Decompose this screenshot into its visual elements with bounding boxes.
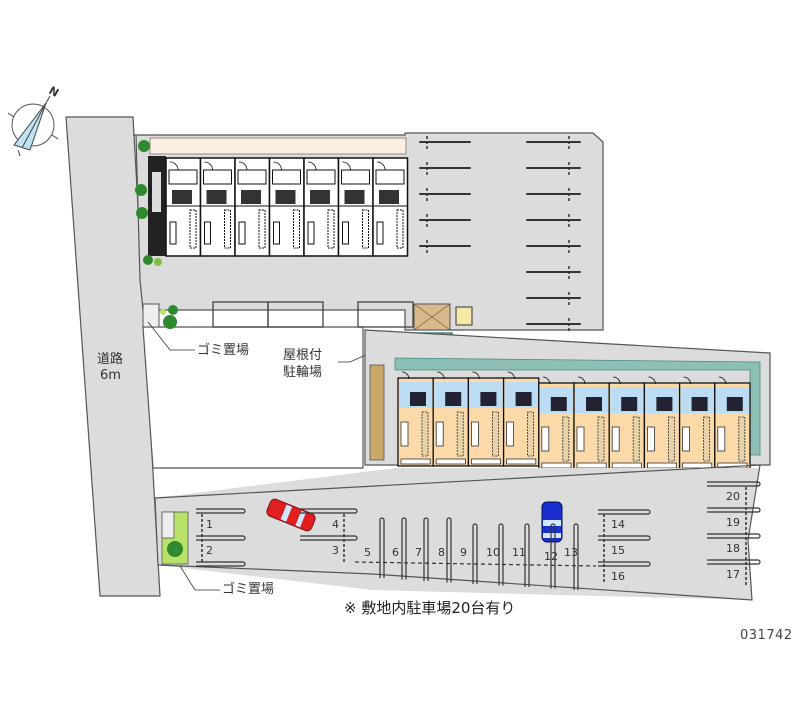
parking-space-number: 1 <box>206 518 213 531</box>
parking-line <box>446 517 452 583</box>
north-walkway <box>149 137 407 155</box>
apartment-unit <box>432 371 470 467</box>
parking-line <box>598 561 651 567</box>
road-name: 道路 <box>97 352 124 367</box>
apartment-unit <box>502 371 540 467</box>
apartment-unit <box>678 376 716 471</box>
property-code: 031742 <box>740 628 793 643</box>
trash-label-south: ゴミ置場 <box>222 582 275 597</box>
parking-line <box>196 508 246 514</box>
car-blue-icon <box>541 501 563 543</box>
parking-space-number: 5 <box>364 546 371 559</box>
parking-space-number: 18 <box>726 542 740 555</box>
apartment-unit <box>714 376 751 471</box>
parking-line <box>196 535 246 541</box>
apartment-unit <box>538 376 575 471</box>
storage-sheds <box>212 301 414 328</box>
parking-divider <box>354 561 597 567</box>
parking-space-number: 4 <box>332 518 339 531</box>
tree-icon <box>167 541 183 557</box>
parking-space-number: 13 <box>564 546 578 559</box>
south-lot-outline <box>154 464 761 601</box>
apartment-unit <box>372 157 409 257</box>
car-red-icon <box>266 498 316 532</box>
parking-line <box>707 507 761 513</box>
parking-space-number: 17 <box>726 568 740 581</box>
apartment-unit <box>397 371 434 467</box>
south-hedge <box>369 364 385 461</box>
parking-note: ※ 敷地内駐車場20台有り <box>344 599 516 617</box>
parking-space-number: 9 <box>460 546 467 559</box>
tree-icon <box>135 140 162 266</box>
parking-line <box>598 535 651 541</box>
middle-yard <box>142 326 364 469</box>
road-width: 6m <box>100 368 121 383</box>
parking-space-number: 6 <box>392 546 399 559</box>
apartment-unit <box>303 157 340 257</box>
parking-space-number: 16 <box>611 570 625 583</box>
north-parking-lines <box>419 136 581 332</box>
parking-space-number: 8 <box>438 546 445 559</box>
parking-space-number: 14 <box>611 518 625 531</box>
parking-space-number: 19 <box>726 516 740 529</box>
trash-area-south-box <box>161 511 175 539</box>
leader-line <box>179 565 220 591</box>
parking-space-number: 20 <box>726 490 740 503</box>
apartment-unit <box>199 157 236 257</box>
compass-icon <box>7 95 59 157</box>
parking-space-number: 10 <box>486 546 500 559</box>
apartment-unit <box>643 376 681 471</box>
parking-space-number: 11 <box>512 546 526 559</box>
parking-space-number: 12 <box>544 550 558 563</box>
south-building <box>397 371 751 471</box>
road <box>65 116 161 597</box>
parking-line <box>401 517 407 580</box>
apartment-unit <box>165 157 202 257</box>
apartment-unit <box>467 371 505 467</box>
parking-line <box>550 523 556 589</box>
north-building <box>165 157 409 257</box>
south-lot-ground <box>155 468 760 600</box>
bike-parking-label-1: 屋根付 <box>283 348 323 363</box>
trash-area-north <box>142 303 160 328</box>
leader-line <box>147 321 195 351</box>
parking-space-number: 2 <box>206 544 213 557</box>
apartment-unit <box>337 157 374 257</box>
bike-parking-label-2: 駐輪場 <box>283 365 323 380</box>
apartment-unit <box>234 157 271 257</box>
apartment-unit <box>573 376 610 471</box>
parking-space-number: 3 <box>332 544 339 557</box>
parking-line <box>423 517 429 581</box>
apartment-unit <box>268 157 305 257</box>
parking-space-number: 15 <box>611 544 625 557</box>
trash-label-north: ゴミ置場 <box>197 343 250 358</box>
parking-line <box>707 559 761 565</box>
parking-line <box>573 523 579 590</box>
tree-icon <box>160 305 178 329</box>
parking-line <box>379 517 385 578</box>
parking-line <box>498 523 504 586</box>
north-stair-landing <box>152 172 161 212</box>
parking-line <box>300 535 358 541</box>
parking-line <box>196 561 246 567</box>
parking-line <box>598 509 651 515</box>
parking-space-number: 7 <box>415 546 422 559</box>
parking-line <box>472 523 478 584</box>
parking-line <box>707 481 761 487</box>
parking-line <box>300 508 358 514</box>
apartment-unit <box>608 376 646 471</box>
parking-line <box>707 533 761 539</box>
parking-line <box>524 523 530 587</box>
